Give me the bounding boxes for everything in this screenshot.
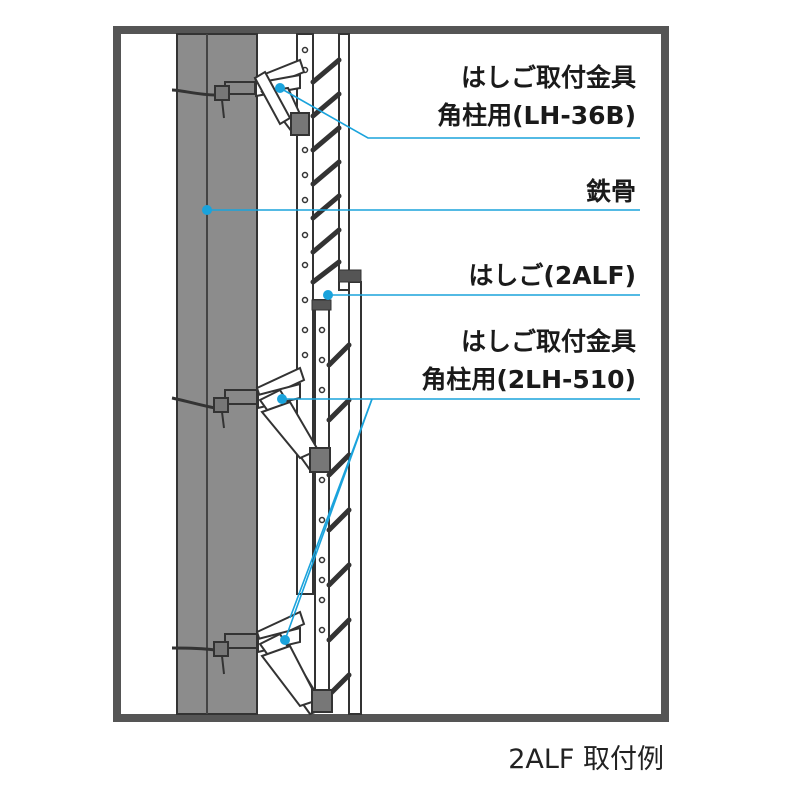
lower-ladder-rail-holes	[318, 326, 326, 634]
dot-bracket-bottom	[280, 635, 290, 645]
dot-steel	[202, 205, 212, 215]
label-ladder: はしご(2ALF)	[468, 261, 636, 290]
label-bracket-mid-line1: はしご取付金具	[461, 327, 636, 356]
lower-ladder-2alf	[311, 269, 362, 715]
label-bracket-top-line2: 角柱用(LH-36B)	[437, 101, 636, 130]
dot-bracket-mid	[277, 394, 287, 404]
bracket-top	[171, 58, 310, 136]
dot-ladder	[323, 290, 333, 300]
label-bracket-top-line1: はしご取付金具	[461, 63, 636, 92]
upper-ladder-rungs	[310, 57, 342, 285]
leader-bracket-top	[279, 87, 640, 139]
steel-column	[176, 33, 258, 715]
label-bracket-mid-line2: 角柱用(2LH-510)	[421, 365, 636, 394]
leader-bracket-mid-branch-b	[284, 398, 373, 641]
leader-dots	[202, 83, 333, 645]
bracket-middle	[171, 366, 331, 473]
leader-lines	[207, 87, 640, 641]
label-steel: 鉄骨	[586, 177, 636, 206]
lower-ladder-rungs	[326, 342, 352, 698]
dot-bracket-top	[275, 83, 285, 93]
bracket-bottom	[171, 610, 333, 716]
figure-caption: 2ALF 取付例	[508, 744, 664, 775]
